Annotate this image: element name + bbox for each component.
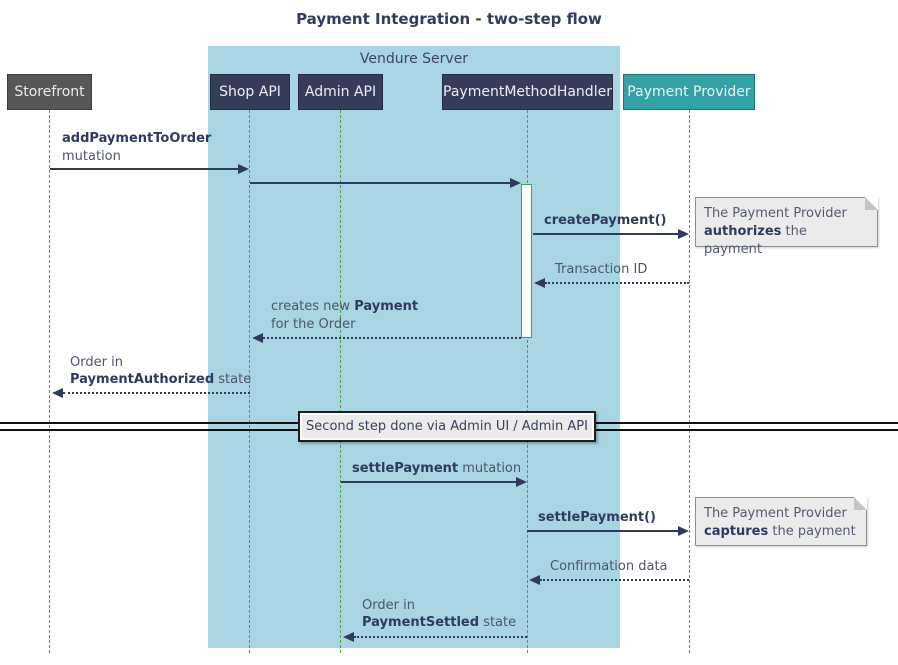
lifeline-storefront — [49, 110, 50, 653]
lifeline-shop-api — [249, 110, 250, 653]
message-creates-payment-arrow — [263, 337, 521, 339]
vendure-server-label: Vendure Server — [359, 51, 469, 67]
diagram-title: Payment Integration - two-step flow — [296, 10, 602, 28]
message-add-payment-arrowhead — [238, 164, 249, 174]
note-authorizes-rest: the payment — [704, 224, 807, 257]
note-captures-line1: The Payment Provider — [704, 506, 847, 521]
message-creates-payment-label: creates new Payment — [271, 299, 419, 314]
message-order-settled-label-line2: PaymentSettled state — [362, 615, 517, 630]
participant-payment-provider: Payment Provider — [623, 74, 755, 110]
participant-admin-api: Admin API — [298, 74, 383, 110]
lifeline-payment-method-handler — [527, 110, 528, 653]
message-confirmation-label: Confirmation data — [550, 559, 668, 574]
message-order-settled-label: Order in — [362, 598, 415, 613]
message-add-payment-label: addPaymentToOrder — [62, 131, 212, 146]
message-add-payment-arrow — [50, 168, 238, 170]
message-confirmation-arrow — [540, 579, 689, 581]
message-settle-mutation-label: settlePayment mutation — [352, 461, 522, 476]
activation-bar-payment-method-handler — [521, 184, 532, 338]
note-captures-bold: captures — [704, 524, 769, 539]
vendure-server-container — [208, 46, 620, 648]
message-order-settled-arrow — [354, 636, 527, 638]
message-transaction-id-label: Transaction ID — [555, 262, 648, 277]
message-creates-payment-label-line2: for the Order — [271, 317, 356, 332]
lifeline-payment-provider — [689, 110, 690, 653]
participant-storefront: Storefront — [7, 74, 92, 110]
message-order-authorized-label-line2: PaymentAuthorized state — [70, 372, 252, 387]
message-settle-call-arrow — [527, 530, 678, 532]
message-create-payment-label: createPayment() — [544, 213, 667, 228]
message-add-payment-label-line2: mutation — [62, 149, 121, 164]
message-order-authorized-arrow — [63, 392, 250, 394]
message-create-payment-arrowhead — [678, 229, 689, 239]
note-authorizes: The Payment Provider authorizes the paym… — [695, 197, 878, 257]
divider-second-step: Second step done via Admin UI / Admin AP… — [298, 411, 596, 442]
message-create-payment-arrow — [533, 233, 678, 235]
note-captures-rest: the payment — [768, 524, 856, 539]
message-creates-payment-arrowhead — [252, 333, 263, 343]
lifeline-admin-api — [340, 110, 341, 653]
note-captures: The Payment Provider captures the paymen… — [695, 497, 867, 546]
message-order-settled-arrowhead — [343, 632, 354, 642]
participant-payment-method-handler: PaymentMethodHandler — [442, 74, 613, 110]
message-order-authorized-arrowhead — [52, 388, 63, 398]
message-transaction-id-arrow — [545, 282, 689, 284]
message-order-authorized-label: Order in — [70, 355, 123, 370]
message-settle-call-arrowhead — [678, 526, 689, 536]
message-confirmation-arrowhead — [529, 575, 540, 585]
note-authorizes-line1: The Payment Provider — [704, 206, 847, 221]
message-settle-call-label: settlePayment() — [538, 510, 656, 525]
note-authorizes-bold: authorizes — [704, 224, 782, 239]
message-handler-call-arrow — [250, 182, 510, 184]
message-handler-call-arrowhead — [510, 178, 521, 188]
message-settle-mutation-arrowhead — [516, 477, 527, 487]
message-transaction-id-arrowhead — [534, 278, 545, 288]
message-settle-mutation-arrow — [341, 481, 516, 483]
participant-shop-api: Shop API — [210, 74, 290, 110]
